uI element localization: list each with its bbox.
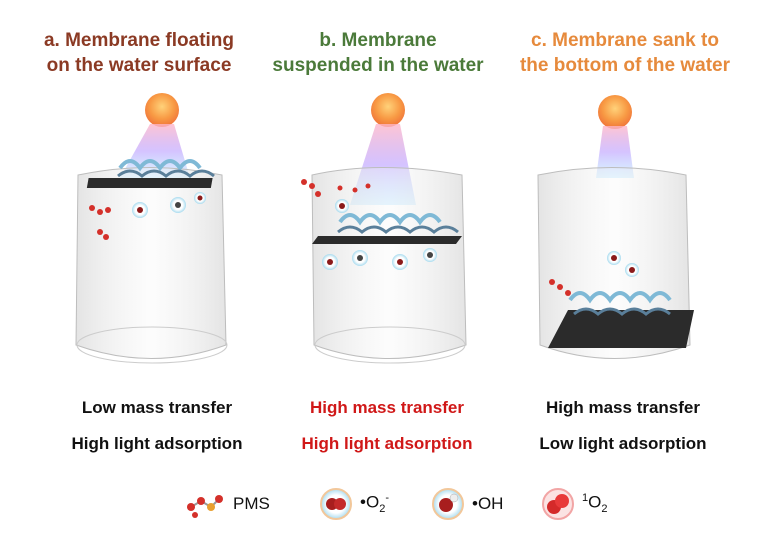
diagram-scene xyxy=(75,93,694,364)
legend-hydroxyl-label: •OH xyxy=(472,494,504,513)
panel-c-title-line2: the bottom of the water xyxy=(519,55,731,76)
legend-pms: PMS xyxy=(185,484,270,524)
pms-molecules xyxy=(89,205,111,240)
panel-c-desc-line2: Low light adsorption xyxy=(539,434,707,453)
panel-b-illustration xyxy=(301,93,467,364)
membrane-sheet xyxy=(548,310,694,348)
legend-superoxide: •O2- xyxy=(318,484,389,524)
panel-a-illustration xyxy=(75,93,228,364)
legend-singlet-oxygen: 1O2 xyxy=(540,484,607,524)
panel-c-title-line1: c. Membrane sank to xyxy=(531,30,719,51)
panel-a-title-line1: a. Membrane floating xyxy=(43,30,235,51)
panel-b-title-line1: b. Membrane xyxy=(319,30,437,51)
legend-superoxide-label: •O2- xyxy=(360,492,389,516)
superoxide-radical-icon xyxy=(320,488,352,520)
membrane-sheet xyxy=(312,236,462,244)
sun-icon xyxy=(145,93,179,127)
sun-icon xyxy=(371,93,405,127)
panel-a-title: a. Membrane floating on the water surfac… xyxy=(14,28,264,78)
panel-a-title-line2: on the water surface xyxy=(46,55,232,76)
panel-c-title: c. Membrane sank to the bottom of the wa… xyxy=(500,28,750,78)
legend-hydroxyl: •OH xyxy=(430,484,503,524)
pms-molecule-icon xyxy=(187,495,223,518)
panel-b-desc-line1: High mass transfer xyxy=(310,398,464,417)
light-beam xyxy=(596,126,634,178)
legend: PMS •O2- •OH 1O2 xyxy=(0,484,757,524)
radical-bubbles xyxy=(607,251,639,277)
hydroxyl-radical-icon xyxy=(432,488,464,520)
legend-pms-label: PMS xyxy=(233,494,270,513)
sun-icon xyxy=(598,95,632,129)
panel-b-title-line2: suspended in the water xyxy=(272,55,484,76)
panel-a-desc-line2: High light adsorption xyxy=(71,434,243,453)
singlet-oxygen-icon xyxy=(542,488,574,520)
membrane-fibers xyxy=(118,159,202,172)
pms-molecules xyxy=(301,179,371,197)
legend-singlet-oxygen-label: 1O2 xyxy=(582,492,608,516)
panel-b-title: b. Membrane suspended in the water xyxy=(253,28,503,78)
panel-b-desc-line2: High light adsorption xyxy=(301,434,473,453)
panel-c-desc-line1: High mass transfer xyxy=(546,398,700,417)
radical-bubbles xyxy=(132,192,206,218)
panel-a-desc-line1: Low mass transfer xyxy=(81,398,233,417)
panel-c-illustration xyxy=(537,95,694,359)
membrane-fibers xyxy=(338,213,442,226)
radical-bubbles xyxy=(322,199,437,270)
membrane-sheet xyxy=(86,178,213,188)
membrane-fibers xyxy=(568,291,672,304)
water-jar xyxy=(75,167,227,359)
pms-molecules xyxy=(549,279,571,296)
